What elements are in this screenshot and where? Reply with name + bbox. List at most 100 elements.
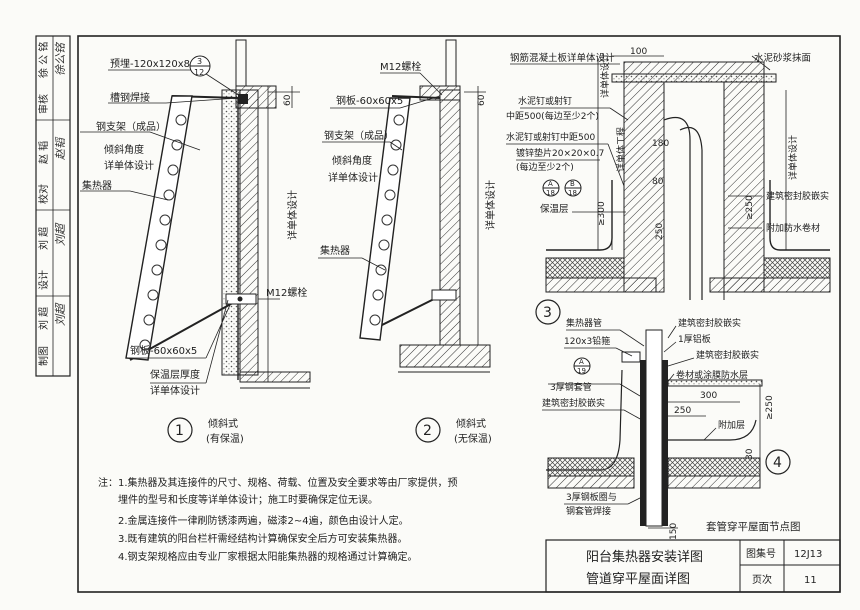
notes: 注： 1.集热器及其连接件的尺寸、规格、荷载、位置及安全要求等由厂家提供，预 埋… <box>98 476 458 563</box>
detail-3-labels: 钢筋混凝土板详单体设计 100 水泥砂浆抹面 水泥钉或射钉 中距500(每边至少… <box>506 47 829 325</box>
d1-insulation-label-1: 保温层厚度 <box>150 368 200 381</box>
panel-sign-3: 徐公铭 <box>54 41 67 76</box>
d4-dim-30: 30 <box>745 448 755 460</box>
d3-number: 3 <box>543 305 552 321</box>
d3-ref-b-letter: B <box>570 180 575 188</box>
d3-dim-80: 80 <box>652 177 664 187</box>
detail-4-labels: 集热器管 120x3铅箍 A 19 3厚钢套管 建筑密封胶嵌实 建筑密封胶嵌实 … <box>542 317 801 540</box>
d4-sleeve-label: 3厚钢套管 <box>550 381 592 393</box>
panel-name-0: 刘 超 <box>37 307 50 330</box>
d1-bolt-label: M12螺栓 <box>266 286 307 299</box>
note-line-1: 1.集热器及其连接件的尺寸、规格、荷载、位置及安全要求等由厂家提供，预 <box>118 476 458 489</box>
d1-ref-bottom: 12 <box>194 68 204 77</box>
d3-number-circle <box>535 299 561 325</box>
d1-dim-60: 60 <box>283 94 293 106</box>
d2-caption-1: 倾斜式 <box>456 417 486 430</box>
detail-2-drawing <box>318 39 491 373</box>
d3-nail2-label: 水泥钉或射钉中距500 <box>506 131 595 143</box>
d1-caption-1: 倾斜式 <box>208 417 238 430</box>
d2-collector-label: 集热器 <box>320 244 350 257</box>
panel-name-3: 徐 公 铭 <box>37 42 50 78</box>
detail-1-labels: 预埋-120x120x8 3 12 槽钢焊接 钢支架（成品） 倾斜角度 详单体设… <box>82 57 307 445</box>
d4-number-circle <box>765 449 791 475</box>
d3-dim-180: 180 <box>652 139 669 149</box>
d3-insul-label: 保温层 <box>540 203 569 215</box>
d4-dim-150: 150 <box>669 523 679 540</box>
d3-mortar-label: 水泥砂浆抹面 <box>754 52 811 64</box>
panel-role-3: 审核 <box>37 94 50 114</box>
note-line-4: 3.既有建筑的阳台栏杆需经结构计算确保安全后方可安装集热器。 <box>118 532 408 545</box>
notes-lead: 注： <box>98 476 118 489</box>
signature-panel: 制图 刘 超 刘超 设计 刘 超 刘超 校对 赵 韬 赵韬 审核 徐 公 铭 徐… <box>35 35 71 377</box>
atlas-value: 12J13 <box>794 549 822 560</box>
d1-insulation-label-2: 详单体设计 <box>150 384 200 397</box>
detail-1-drawing <box>80 39 311 389</box>
note-line-5: 4.钢支架规格应由专业厂家根据太阳能集热器的规格通过计算确定。 <box>118 550 418 563</box>
page-label: 页次 <box>752 573 772 586</box>
d4-ref-sheet: 19 <box>577 367 586 375</box>
d2-number-circle <box>415 417 441 443</box>
d2-steelplate-label: 钢板-60x60x5 <box>336 94 403 107</box>
d3-nail1-label: 水泥钉或射钉 <box>518 95 572 107</box>
d3-vertical-2: 详单体工程 <box>615 127 627 172</box>
d4-dim-300: 300 <box>700 391 717 401</box>
panel-role-2: 校对 <box>37 184 50 204</box>
d1-bracket-label: 钢支架（成品） <box>96 120 166 133</box>
panel-sign-2: 赵韬 <box>54 136 67 160</box>
d2-bolt-label: M12螺栓 <box>380 60 421 73</box>
d4-ref-letter: A <box>579 358 584 366</box>
note-line-2: 埋件的型号和长度等详单体设计；施工时要确保定位无误。 <box>118 493 378 506</box>
panel-name-1: 刘 超 <box>37 227 50 250</box>
d4-ring-label-2: 钢套管焊接 <box>566 505 611 517</box>
panel-name-2: 赵 韬 <box>37 141 50 164</box>
d4-sealtop-label: 建筑密封胶嵌实 <box>678 317 741 329</box>
atlas-label: 图集号 <box>746 547 776 560</box>
d4-cap-label: 120x3铅箍 <box>564 335 610 347</box>
d3-addlayer-label: 附加防水卷材 <box>766 222 820 234</box>
d2-angle-label-1: 倾斜角度 <box>332 154 372 167</box>
d1-collector-label: 集热器 <box>82 179 112 192</box>
title-line-1: 阳台集热器安装详图 <box>586 549 703 565</box>
d1-caption-2: (有保温) <box>206 432 244 445</box>
panel-sign-1: 刘超 <box>54 222 67 246</box>
d2-number: 2 <box>423 423 432 439</box>
d2-caption-2: (无保温) <box>454 432 492 445</box>
d4-dim-250: 250 <box>674 406 691 416</box>
d1-steelplate-label: 钢板-60x60x5 <box>130 344 197 357</box>
d1-number-circle <box>167 417 193 443</box>
d3-dim-ge300: ≥300 <box>597 201 607 226</box>
detail-2-labels: M12螺栓 钢板-60x60x5 钢支架（成品） 倾斜角度 详单体设计 集热器 … <box>320 60 497 445</box>
d1-angle-label-2: 详单体设计 <box>104 159 154 172</box>
title-line-2: 管道穿平屋面详图 <box>586 571 690 587</box>
d3-dim-250: 250 <box>655 223 665 240</box>
d2-angle-label-2: 详单体设计 <box>328 171 378 184</box>
panel-role-0: 制图 <box>37 346 50 366</box>
d4-caption: 套管穿平屋面节点图 <box>706 520 801 533</box>
panel-role-1: 设计 <box>37 270 50 290</box>
d4-seal2-label: 建筑密封胶嵌实 <box>696 349 759 361</box>
d3-washer2-label: (每边至少2个) <box>516 161 574 173</box>
d3-vertical-1: 详单体设计 <box>599 53 611 98</box>
d3-dim-100: 100 <box>630 47 647 57</box>
d3-concrete-label: 钢筋混凝土板详单体设计 <box>510 52 615 64</box>
d3-nail1b-label: 中距500(每边至少2个) <box>506 110 599 122</box>
title-block: 阳台集热器安装详图 管道穿平屋面详图 图集号 12J13 页次 11 <box>545 539 841 593</box>
panel-sign-0: 刘超 <box>54 302 67 326</box>
d4-number: 4 <box>773 455 782 471</box>
d3-dim-ge250: ≥250 <box>745 195 755 220</box>
d4-dim-ge250: ≥250 <box>765 395 775 420</box>
detail-3-drawing <box>506 55 831 300</box>
d1-weld-label: 槽钢焊接 <box>110 91 150 104</box>
d4-seal-label: 建筑密封胶嵌实 <box>542 397 605 409</box>
d3-washer-label: 镀锌垫片20×20×0.7 <box>516 147 604 159</box>
d1-angle-label-1: 倾斜角度 <box>104 143 144 156</box>
d4-plate-label: 1厚铝板 <box>678 333 711 345</box>
d2-bracket-label: 钢支架（成品） <box>324 129 394 142</box>
detail-4-drawing <box>542 325 763 529</box>
d1-ref-top: 3 <box>197 57 202 66</box>
d3-ref-b-sheet: 18 <box>568 189 577 197</box>
d2-vertical-label: 详单体设计 <box>484 180 497 230</box>
d3-seal-label: 建筑密封胶嵌实 <box>766 190 829 202</box>
sheet-border <box>77 35 841 593</box>
